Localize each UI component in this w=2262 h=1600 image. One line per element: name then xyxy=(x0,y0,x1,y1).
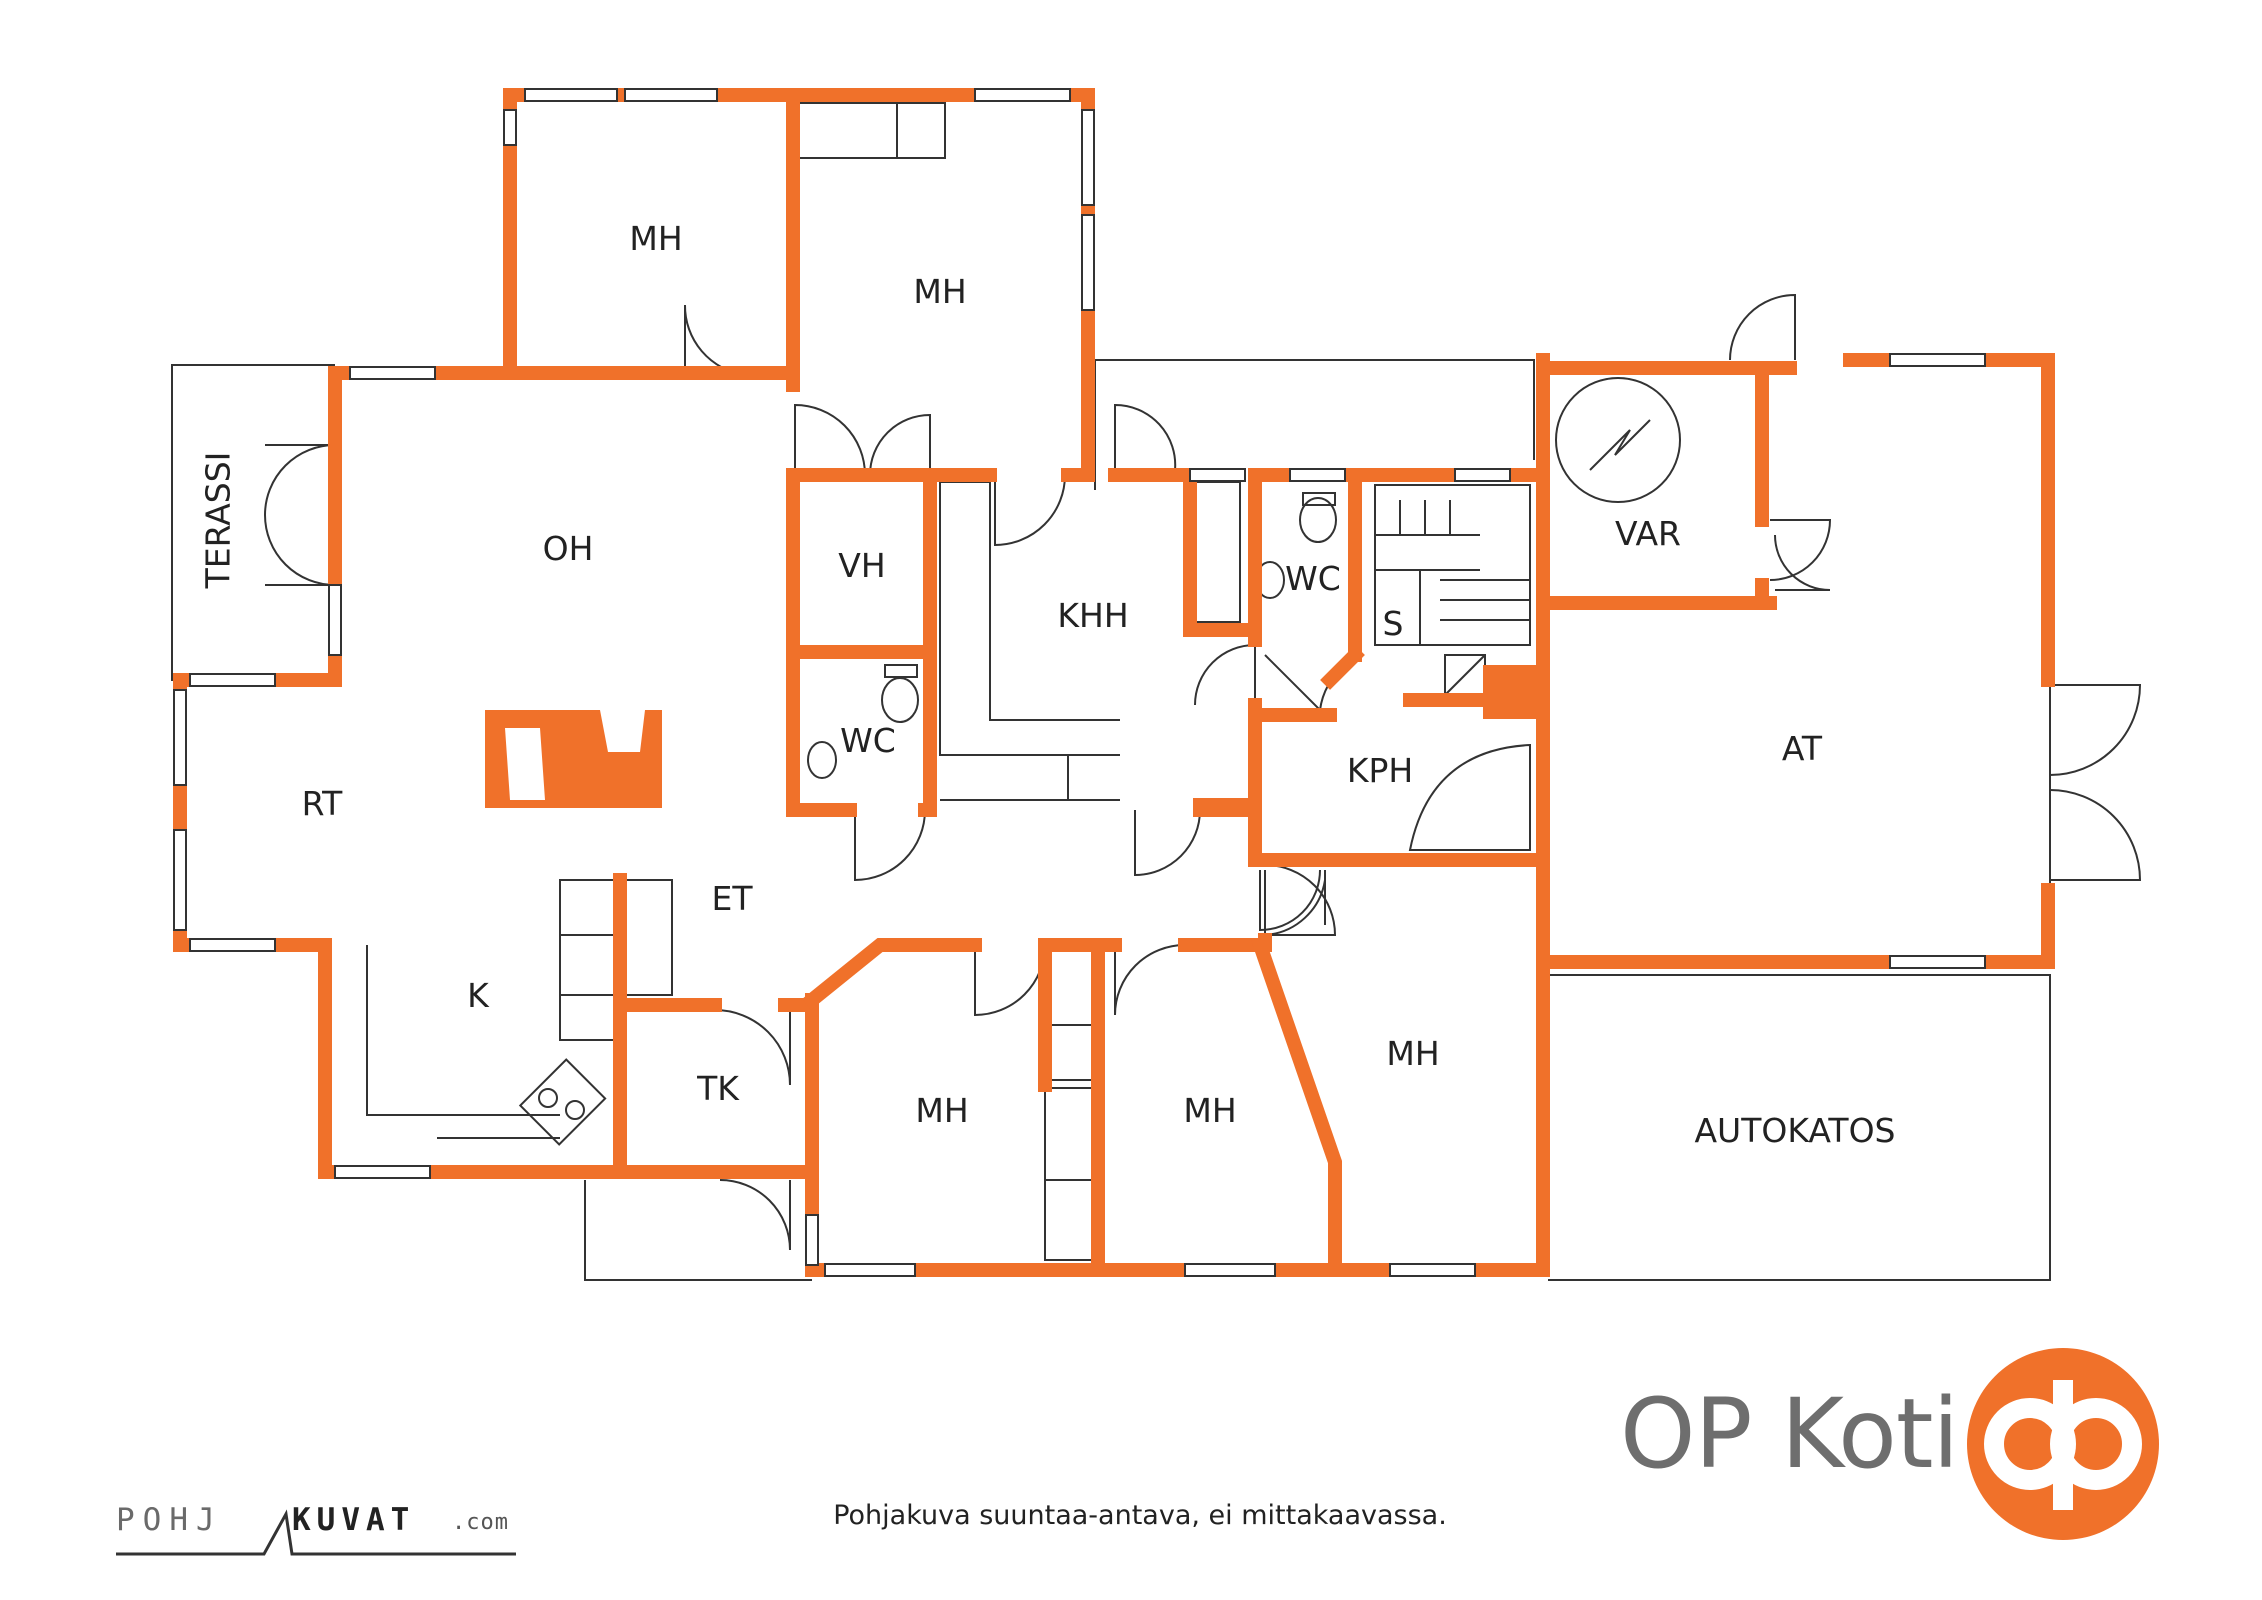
credit-part-3: .com xyxy=(452,1510,509,1535)
room-label-var: VAR xyxy=(1615,514,1681,553)
walls xyxy=(173,88,2055,1277)
room-label-vh: VH xyxy=(838,546,885,585)
disclaimer-note: Pohjakuva suuntaa-antava, ei mittakaavas… xyxy=(833,1500,1447,1531)
room-label-autokatos: AUTOKATOS xyxy=(1694,1111,1895,1150)
thin-lines xyxy=(171,102,2051,1281)
credit-part-1: POHJ xyxy=(116,1502,223,1538)
room-label-s: S xyxy=(1383,604,1404,643)
op-logo-icon xyxy=(1967,1348,2159,1540)
room-label-oh: OH xyxy=(543,529,594,568)
credit-underline xyxy=(116,1509,516,1556)
room-label-mh1: MH xyxy=(629,219,682,258)
room-label-terassi: TERASSI xyxy=(199,452,238,590)
room-label-et: ET xyxy=(711,879,753,918)
brand-name: OP Koti xyxy=(1620,1378,1959,1490)
room-label-rt: RT xyxy=(302,784,344,823)
room-label-at: AT xyxy=(1782,729,1823,768)
credit-logo: POHJ KUVAT .com xyxy=(116,1502,516,1562)
room-label-mh3: MH xyxy=(915,1091,968,1130)
room-label-mh5: MH xyxy=(1386,1034,1439,1073)
fireplace xyxy=(485,710,662,808)
credit-part-2: KUVAT xyxy=(292,1502,416,1538)
room-label-wc1: WC xyxy=(840,721,896,760)
windows xyxy=(173,88,1986,1277)
room-label-k: K xyxy=(467,976,490,1015)
room-label-tk: TK xyxy=(696,1069,740,1108)
room-label-mh4: MH xyxy=(1183,1091,1236,1130)
room-label-khh: KHH xyxy=(1057,596,1128,635)
room-label-wc2: WC xyxy=(1285,559,1341,598)
room-label-mh2: MH xyxy=(913,272,966,311)
room-label-kph: KPH xyxy=(1347,751,1413,790)
room-labels: TERASSI OH MH MH VH WC WC KHH S VAR KPH … xyxy=(199,219,1896,1150)
